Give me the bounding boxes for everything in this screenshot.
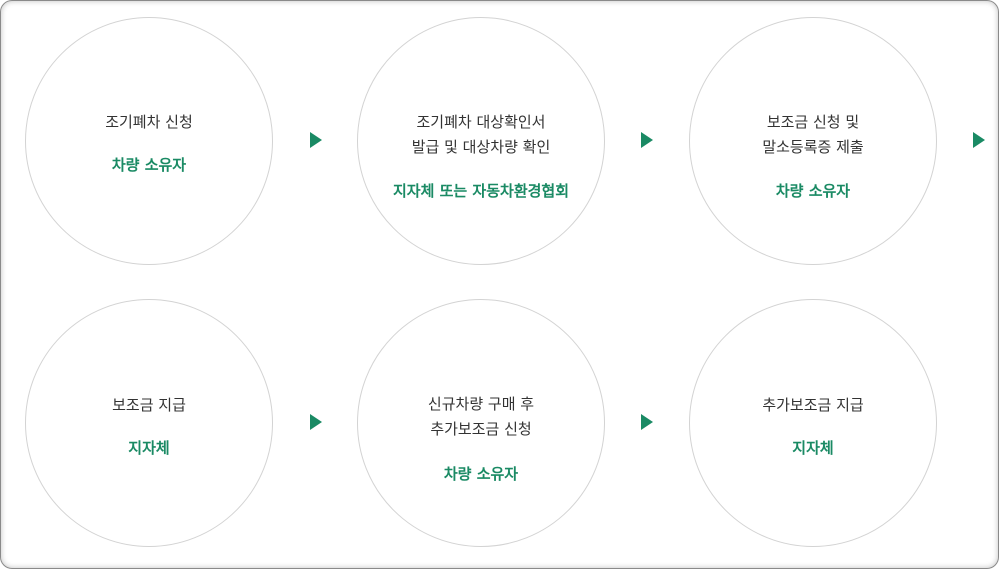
triangle-right-icon xyxy=(310,414,322,430)
triangle-right-icon xyxy=(310,132,322,148)
step-5-title-line-1: 신규차량 구매 후 xyxy=(427,395,535,413)
step-1-actor: 차량 소유자 xyxy=(111,156,187,174)
step-3-title-line-1: 보조금 신청 및 xyxy=(766,113,860,131)
step-5-actor: 차량 소유자 xyxy=(443,465,519,483)
triangle-right-icon xyxy=(641,414,653,430)
triangle-right-icon xyxy=(973,132,985,148)
step-6-title: 추가보조금 지급 xyxy=(690,393,936,418)
step-1-title-line-1: 조기폐차 신청 xyxy=(105,113,193,131)
step-2-circle: 조기폐차 대상확인서 발급 및 대상차량 확인 지자체 또는 자동차환경협회 xyxy=(357,17,605,265)
step-4-circle: 보조금 지급 지자체 xyxy=(25,299,273,547)
step-2-actor: 지자체 또는 자동차환경협회 xyxy=(392,182,570,200)
step-4-actor: 지자체 xyxy=(128,439,170,457)
step-2-title-line-1: 조기폐차 대상확인서 xyxy=(416,113,546,131)
step-3-actor: 차량 소유자 xyxy=(775,182,851,200)
step-6-circle: 추가보조금 지급 지자체 xyxy=(689,299,937,547)
step-5-circle: 신규차량 구매 후 추가보조금 신청 차량 소유자 xyxy=(357,299,605,547)
step-6-title-line-1: 추가보조금 지급 xyxy=(762,396,864,414)
step-2-title-line-2: 발급 및 대상차량 확인 xyxy=(411,138,551,156)
step-3-title-line-2: 말소등록증 제출 xyxy=(762,138,864,156)
step-5-title-line-2: 추가보조금 신청 xyxy=(430,420,532,438)
step-4-title: 보조금 지급 xyxy=(26,393,272,418)
step-1-circle: 조기폐차 신청 차량 소유자 xyxy=(25,17,273,265)
step-1-title: 조기폐차 신청 xyxy=(26,110,272,135)
step-4-title-line-1: 보조금 지급 xyxy=(112,396,186,414)
step-3-title: 보조금 신청 및 말소등록증 제출 xyxy=(690,110,936,160)
step-5-title: 신규차량 구매 후 추가보조금 신청 xyxy=(358,392,604,442)
step-3-circle: 보조금 신청 및 말소등록증 제출 차량 소유자 xyxy=(689,17,937,265)
step-2-title: 조기폐차 대상확인서 발급 및 대상차량 확인 xyxy=(358,110,604,160)
triangle-right-icon xyxy=(641,132,653,148)
step-6-actor: 지자체 xyxy=(792,439,834,457)
